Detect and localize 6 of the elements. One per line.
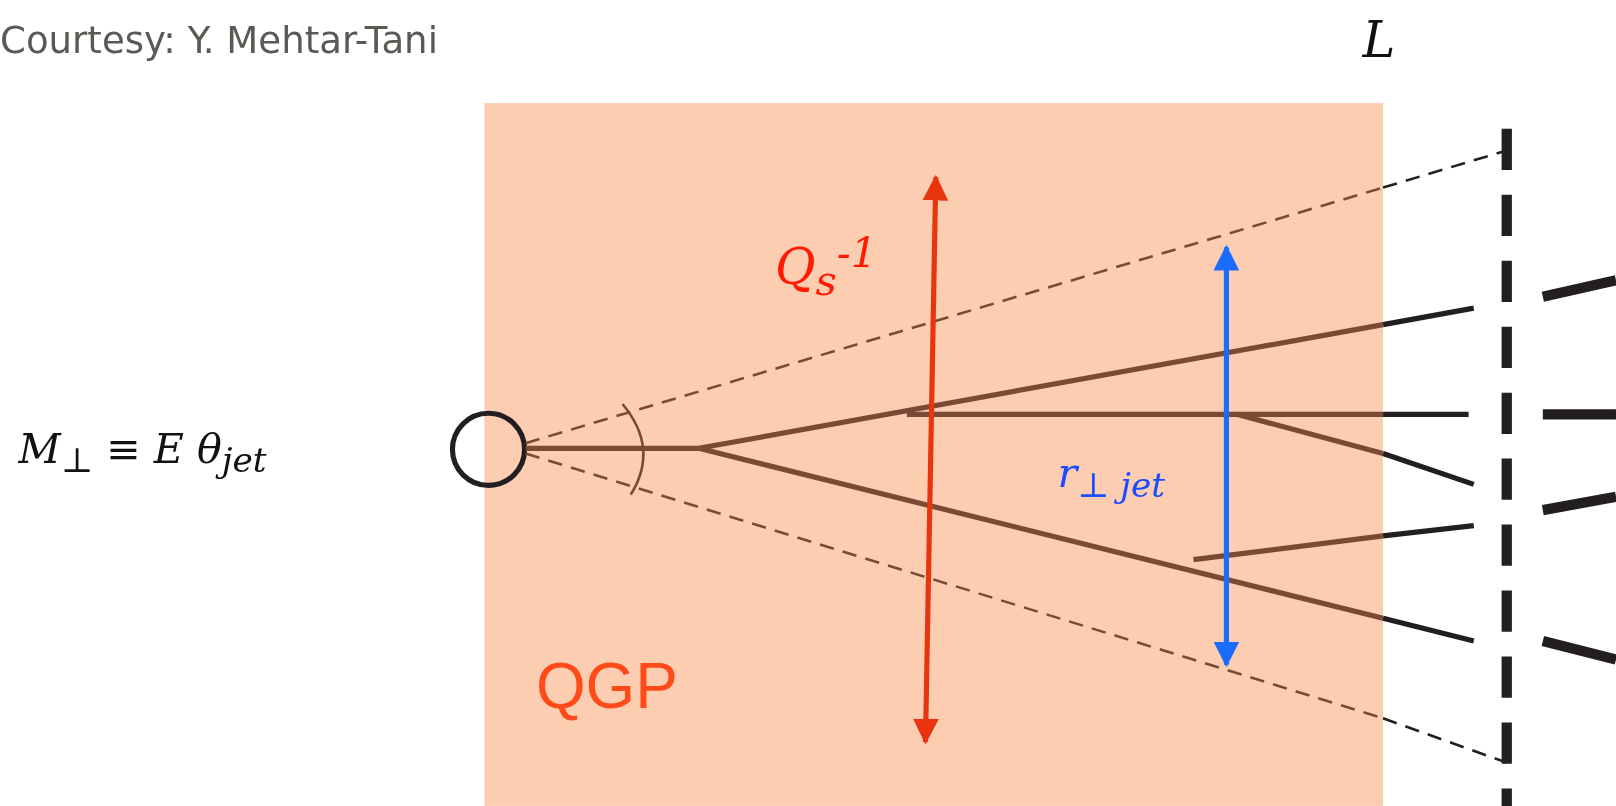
- plasma-region: [484, 103, 1384, 806]
- length-label: L: [1362, 10, 1396, 68]
- radius-label: r$_{⊥ jet}$: [1057, 449, 1166, 505]
- region-label: QGP: [535, 649, 678, 723]
- credit-note: Courtesy: Y. Mehtar-Tani: [0, 18, 438, 61]
- formula-label: M$_{⊥}$ ≡ E θ$_{jet}$: [18, 424, 267, 481]
